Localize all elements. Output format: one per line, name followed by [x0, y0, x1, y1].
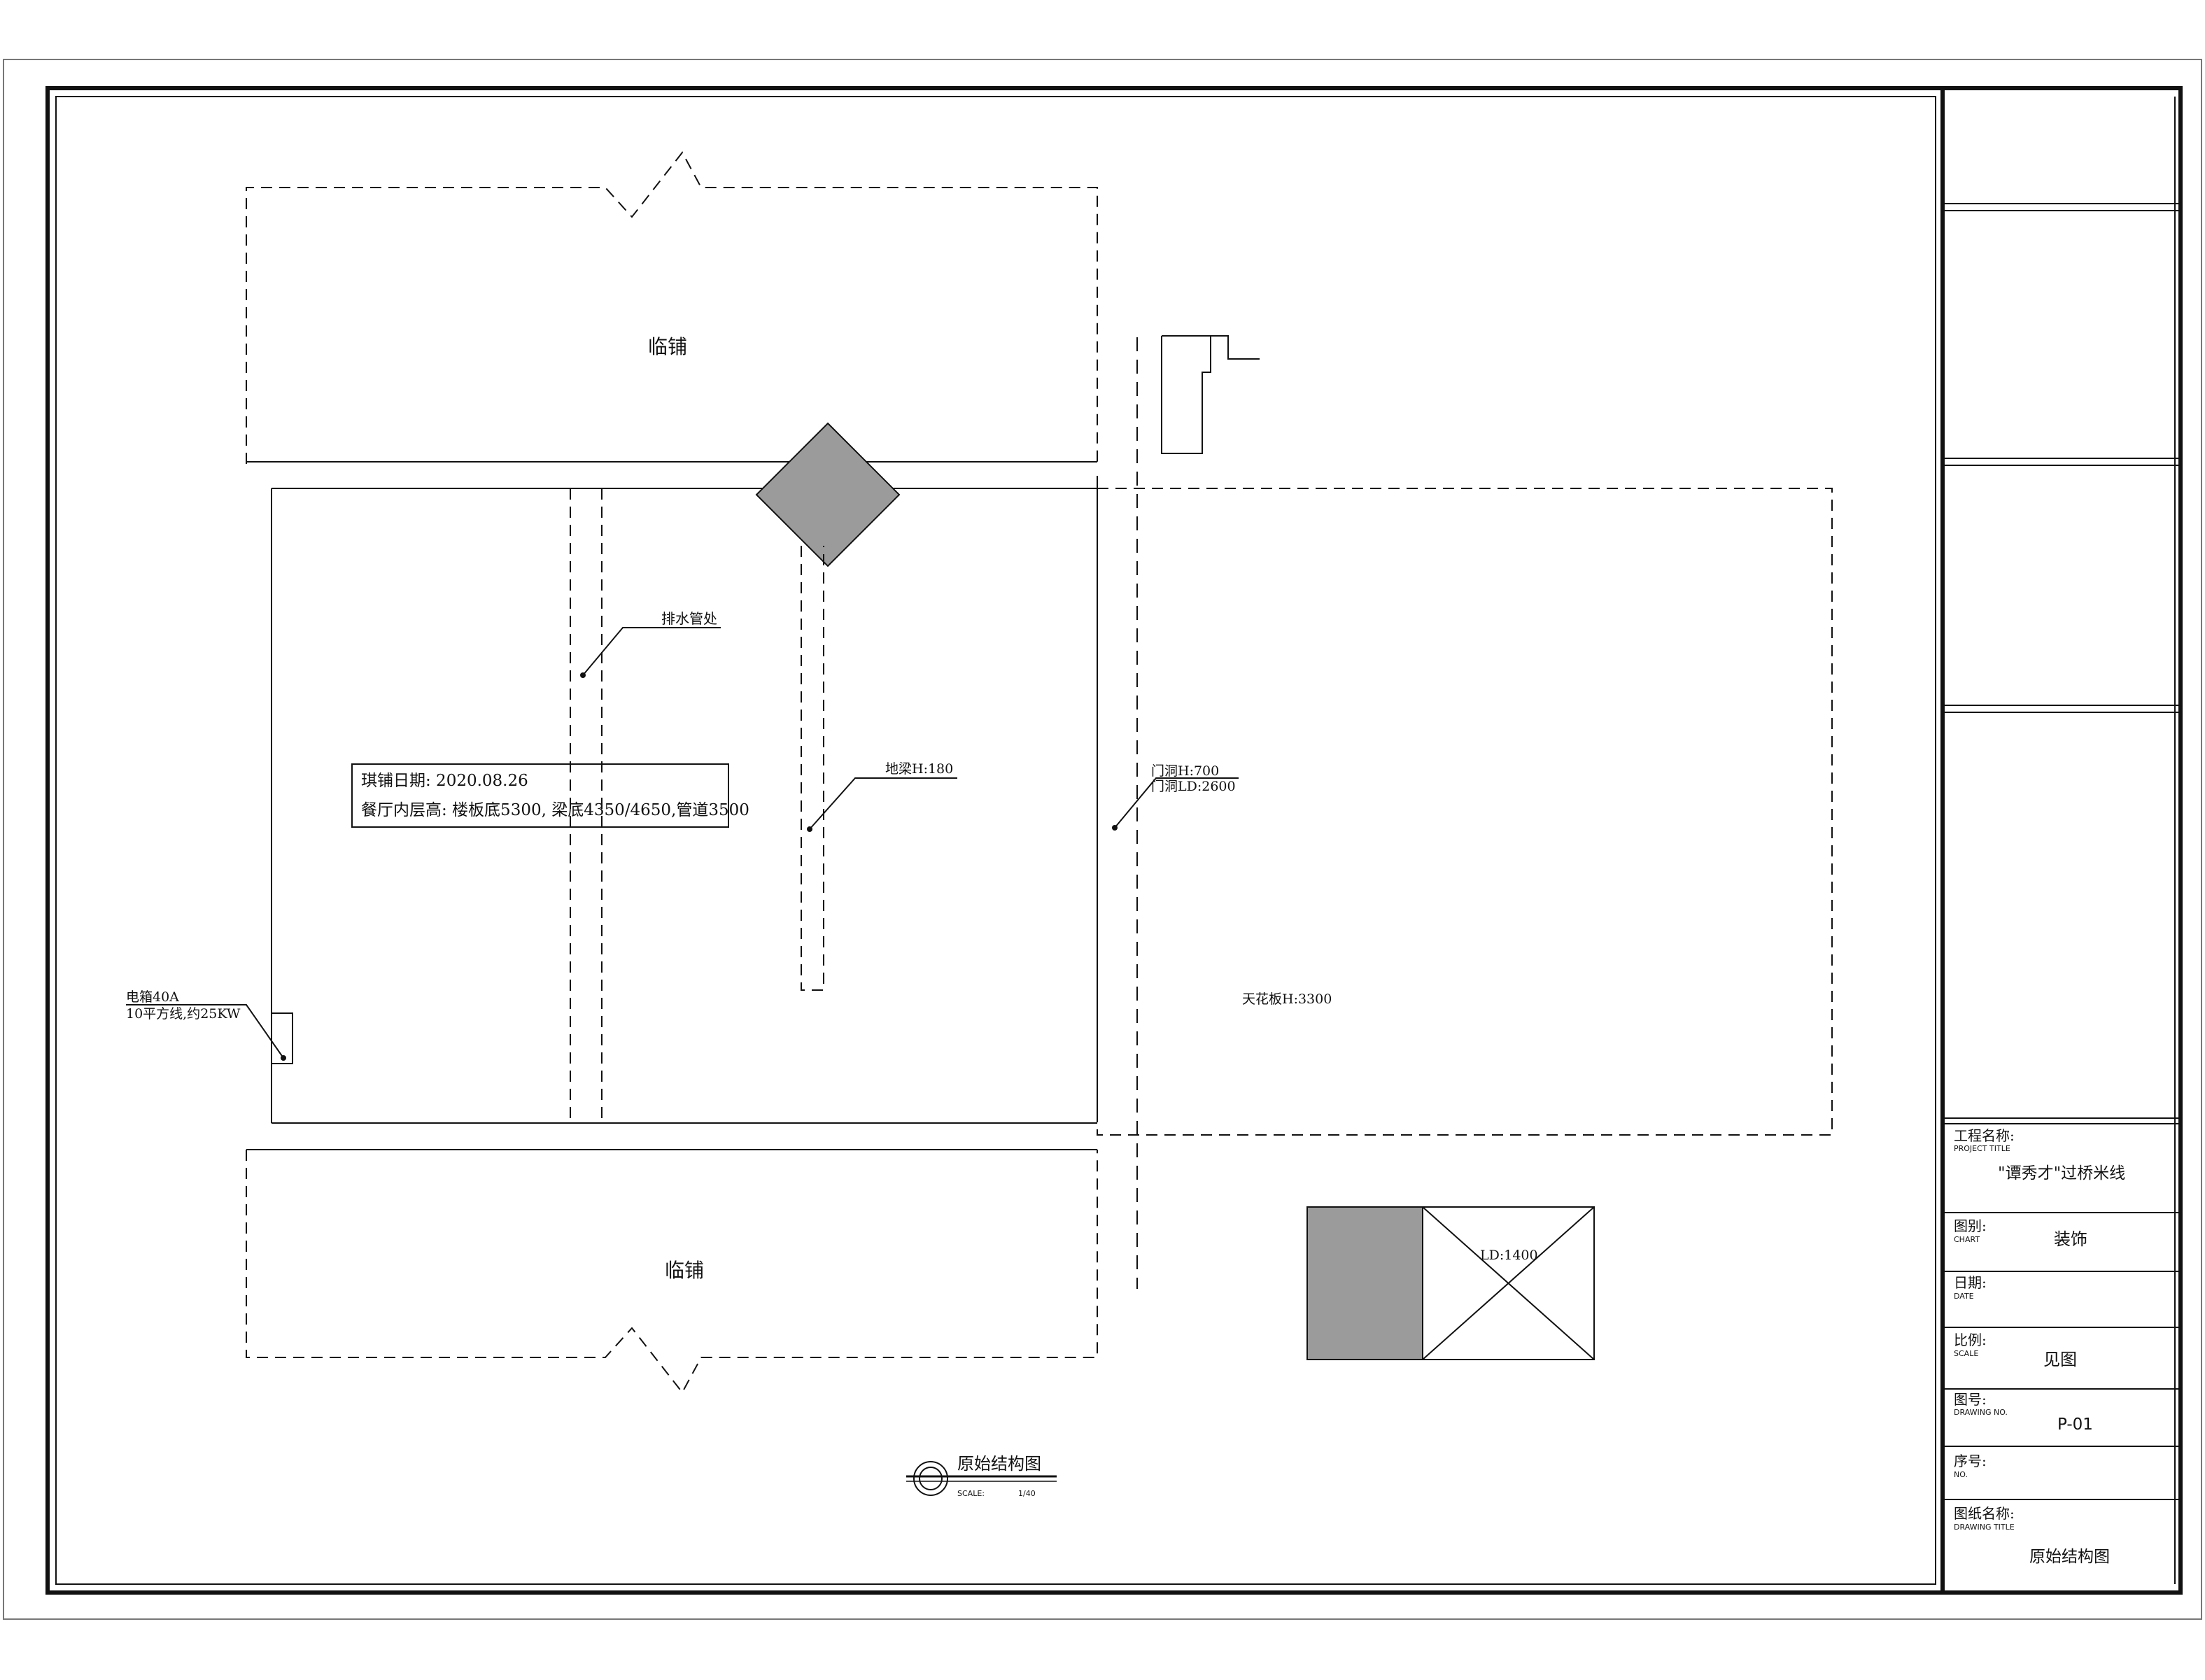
drawing-frame	[55, 96, 1936, 1585]
note-box	[351, 763, 729, 828]
drain-label: 排水管处	[661, 610, 717, 627]
drawing-title-label-en: DRAWING TITLE	[1954, 1523, 2015, 1532]
electric-panel	[271, 1012, 293, 1064]
drawing-title: 原始结构图	[957, 1454, 1041, 1474]
chart-label-en: CHART	[1954, 1235, 1980, 1244]
ground-beam-leader	[809, 777, 957, 830]
legend-ld-label: LD:1400	[1480, 1248, 1538, 1263]
project-title-label-en: PROJECT TITLE	[1954, 1144, 2010, 1153]
door-leader	[1114, 777, 1239, 828]
panel-label-1: 电箱40A	[126, 989, 179, 1005]
door-frame-detail	[1161, 336, 1211, 454]
scale-label: 比例:	[1954, 1332, 1987, 1348]
drawing-no-label-en: DRAWING NO.	[1954, 1408, 2008, 1417]
serial-no-label-en: NO.	[1954, 1470, 1968, 1479]
door-frame-detail-top	[1162, 335, 1260, 360]
sheet-frame	[45, 86, 2183, 1595]
chart-label: 图别:	[1954, 1217, 1987, 1234]
floor-plan	[126, 151, 1833, 1496]
column	[755, 422, 901, 567]
leader-dots	[281, 672, 1118, 1061]
drawing-title-value: 原始结构图	[2029, 1548, 2110, 1566]
scale-value: 见图	[2043, 1350, 2077, 1369]
plan-labels: 临铺 临铺 排水管处 琪铺日期: 2020.08.26 餐厅内层高: 楼板底53…	[126, 335, 1538, 1498]
ceiling-area	[1097, 488, 1833, 1136]
neighbor-shop-bottom-outline	[246, 1150, 1098, 1394]
door-height-label: 门洞H:700	[1151, 763, 1219, 779]
shop-top-label: 临铺	[648, 335, 687, 358]
drawing-scale-value: 1/40	[1018, 1489, 1036, 1498]
paper-border	[3, 59, 2202, 1620]
shop-bottom-label: 临铺	[665, 1259, 704, 1282]
scale-label-en: SCALE	[1954, 1349, 1978, 1358]
title-block: 工程名称: PROJECT TITLE "谭秀才"过桥米线 图别: CHART …	[1943, 203, 2181, 1566]
serial-no-label: 序号:	[1954, 1453, 1987, 1469]
legend-cross-b	[1422, 1206, 1595, 1360]
drawing-no-label: 图号:	[1954, 1391, 1987, 1408]
title-symbol-inner	[919, 1467, 943, 1490]
date-label: 日期:	[1954, 1274, 1987, 1291]
note-line-1: 琪铺日期: 2020.08.26	[361, 772, 528, 790]
project-title-label: 工程名称:	[1954, 1127, 2015, 1144]
legend-column-swatch	[1306, 1206, 1423, 1360]
ground-beam-label: 地梁H:180	[885, 761, 953, 777]
drawing-no-value: P-01	[2057, 1416, 2093, 1434]
drawing-title-label: 图纸名称:	[1954, 1505, 2015, 1522]
project-title-value: "谭秀才"过桥米线	[1998, 1164, 2125, 1183]
ceiling-height-label: 天花板H:3300	[1242, 991, 1332, 1007]
neighbor-shop-top-outline	[246, 151, 1098, 464]
note-line-2: 餐厅内层高: 楼板底5300, 梁底4350/4650,管道3500	[361, 801, 749, 819]
drawing-scale-label: SCALE:	[957, 1489, 985, 1498]
chart-value: 装饰	[2054, 1229, 2087, 1249]
drain-leader	[582, 627, 721, 676]
date-label-en: DATE	[1954, 1292, 1974, 1301]
title-symbol-outer	[913, 1461, 948, 1496]
panel-label-2: 10平方线,约25KW	[126, 1006, 241, 1022]
panel-leader	[126, 1004, 284, 1059]
ground-beam-outline	[801, 546, 824, 991]
door-width-label: 门洞LD:2600	[1151, 779, 1236, 794]
